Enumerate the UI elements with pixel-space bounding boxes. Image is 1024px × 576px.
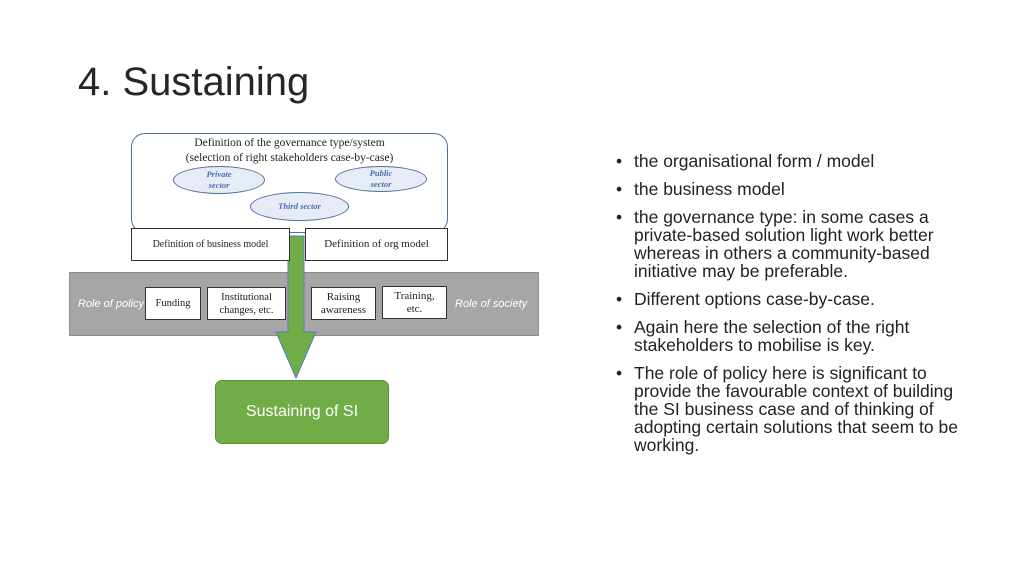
bullet-item: Again here the selection of the right st… <box>616 318 961 354</box>
funding-box: Funding <box>145 287 201 320</box>
raising-awareness-box: Raising awareness <box>311 287 376 320</box>
bullet-item: Different options case-by-case. <box>616 290 961 308</box>
bullet-item: the governance type: in some cases a pri… <box>616 208 961 280</box>
private-sector-oval: Private sector <box>173 166 265 194</box>
raising-line-1: Raising <box>326 290 361 303</box>
public-sector-line-1: Public <box>369 168 393 178</box>
training-line-1: Training, <box>394 289 435 302</box>
business-model-box: Definition of business model <box>131 228 290 261</box>
public-sector-line-2: sector <box>370 179 392 189</box>
bullet-item: The role of policy here is significant t… <box>616 364 961 454</box>
private-sector-line-2: sector <box>208 180 230 190</box>
sustaining-si-box: Sustaining of SI <box>215 380 389 444</box>
role-of-policy-label: Role of policy <box>78 298 145 310</box>
public-sector-oval: Public sector <box>335 166 427 192</box>
governance-text-line-2: (selection of right stakeholders case-by… <box>185 152 394 164</box>
org-model-box: Definition of org model <box>305 228 448 261</box>
flow-arrow-shape <box>275 235 317 380</box>
bullet-item: the organisational form / model <box>616 152 961 170</box>
raising-line-2: awareness <box>320 303 367 316</box>
bullet-list: the organisational form / model the busi… <box>616 152 961 464</box>
private-sector-line-1: Private <box>206 169 232 179</box>
role-of-society-label: Role of society <box>455 298 528 310</box>
institutional-line-2: changes, etc. <box>219 304 274 316</box>
institutional-box: Institutional changes, etc. <box>207 287 286 320</box>
bullet-item: the business model <box>616 180 961 198</box>
slide-title: 4. Sustaining <box>78 60 310 104</box>
training-box: Training, etc. <box>382 286 447 319</box>
governance-text-line-1: Definition of the governance type/system <box>194 137 385 149</box>
institutional-line-1: Institutional <box>221 291 272 303</box>
training-line-2: etc. <box>406 302 423 315</box>
third-sector-oval: Third sector <box>250 192 349 221</box>
governance-text: Definition of the governance type/system… <box>132 136 447 166</box>
